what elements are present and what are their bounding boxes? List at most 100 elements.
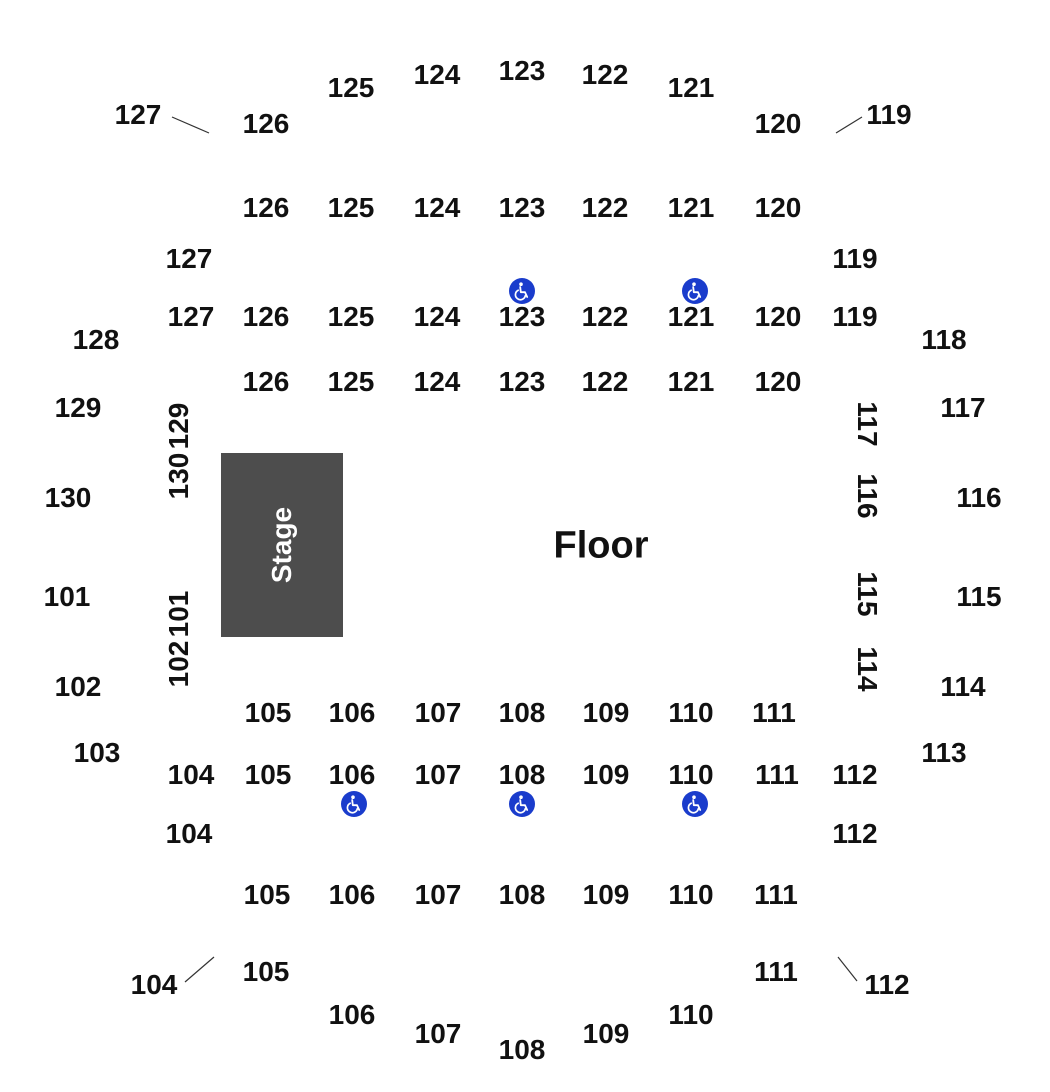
section-110[interactable]: 110 — [668, 879, 714, 910]
section-116[interactable]: 116 — [956, 482, 1002, 513]
section-129-floor[interactable]: 129 — [163, 402, 194, 450]
section-108[interactable]: 108 — [498, 879, 546, 910]
section-107-lower[interactable]: 107 — [414, 1018, 462, 1049]
section-119-upper[interactable]: 119 — [866, 99, 912, 130]
floor-label[interactable]: Floor — [553, 524, 649, 567]
section-123-lower[interactable]: 123 — [498, 301, 546, 332]
section-123-floor[interactable]: 123 — [498, 366, 546, 397]
section-124-lower[interactable]: 124 — [413, 301, 461, 332]
section-115[interactable]: 115 — [956, 581, 1002, 612]
section-104-lower[interactable]: 104 — [130, 969, 178, 1000]
section-130-floor[interactable]: 130 — [163, 452, 194, 500]
section-109[interactable]: 109 — [582, 879, 630, 910]
section-122-lower[interactable]: 122 — [581, 301, 629, 332]
stage: Stage — [221, 453, 343, 637]
section-102-floor[interactable]: 102 — [163, 640, 194, 688]
section-104-upper[interactable]: 104 — [167, 759, 215, 790]
section-112-lower[interactable]: 112 — [864, 969, 910, 1000]
section-120-floor[interactable]: 120 — [754, 366, 802, 397]
section-116-floor[interactable]: 116 — [852, 473, 883, 519]
wheelchair-accessible-icon — [682, 278, 708, 304]
leader-line-127 — [171, 116, 210, 134]
section-127-lower[interactable]: 127 — [167, 301, 215, 332]
section-120-upper[interactable]: 120 — [754, 108, 802, 139]
section-101[interactable]: 101 — [43, 581, 91, 612]
section-126-floor[interactable]: 126 — [242, 366, 290, 397]
section-101-floor[interactable]: 101 — [163, 590, 194, 638]
section-111-upper[interactable]: 111 — [755, 759, 799, 790]
section-123[interactable]: 123 — [498, 192, 546, 223]
section-117[interactable]: 117 — [940, 392, 986, 423]
section-114[interactable]: 114 — [940, 671, 986, 702]
section-125[interactable]: 125 — [327, 192, 375, 223]
section-104[interactable]: 104 — [165, 818, 213, 849]
section-121-floor[interactable]: 121 — [667, 366, 715, 397]
section-115-floor[interactable]: 115 — [852, 571, 883, 617]
section-107-floor[interactable]: 107 — [414, 697, 462, 728]
leader-line-112 — [837, 956, 858, 982]
section-103[interactable]: 103 — [73, 737, 121, 768]
section-129[interactable]: 129 — [54, 392, 102, 423]
section-123-upper[interactable]: 123 — [498, 55, 546, 86]
wheelchair-accessible-icon — [341, 791, 367, 817]
section-122-upper[interactable]: 122 — [581, 59, 629, 90]
section-105-upper[interactable]: 105 — [244, 759, 292, 790]
section-105[interactable]: 105 — [243, 879, 291, 910]
section-106-lower[interactable]: 106 — [328, 999, 376, 1030]
leader-line-119 — [835, 116, 863, 134]
section-108-floor[interactable]: 108 — [498, 697, 546, 728]
section-107-upper[interactable]: 107 — [414, 759, 462, 790]
section-127-upper[interactable]: 127 — [114, 99, 162, 130]
section-109-floor[interactable]: 109 — [582, 697, 630, 728]
section-122[interactable]: 122 — [581, 192, 629, 223]
section-124[interactable]: 124 — [413, 192, 461, 223]
section-106-upper[interactable]: 106 — [328, 759, 376, 790]
section-110-floor[interactable]: 110 — [668, 697, 714, 728]
section-126-lower[interactable]: 126 — [242, 301, 290, 332]
section-108-upper[interactable]: 108 — [498, 759, 546, 790]
wheelchair-accessible-icon — [509, 278, 535, 304]
section-125-upper[interactable]: 125 — [327, 72, 375, 103]
section-120-lower[interactable]: 120 — [754, 301, 802, 332]
section-111[interactable]: 111 — [754, 879, 798, 910]
section-121[interactable]: 121 — [667, 192, 715, 223]
section-125-lower[interactable]: 125 — [327, 301, 375, 332]
section-126-upper[interactable]: 126 — [242, 108, 290, 139]
section-128[interactable]: 128 — [72, 324, 120, 355]
section-102[interactable]: 102 — [54, 671, 102, 702]
section-120[interactable]: 120 — [754, 192, 802, 223]
section-111-lower[interactable]: 111 — [754, 956, 798, 987]
section-106-floor[interactable]: 106 — [328, 697, 376, 728]
section-117-floor[interactable]: 117 — [852, 401, 883, 447]
section-124-upper[interactable]: 124 — [413, 59, 461, 90]
section-121-upper[interactable]: 121 — [667, 72, 715, 103]
wheelchair-accessible-icon — [682, 791, 708, 817]
wheelchair-accessible-icon — [509, 791, 535, 817]
section-109-lower[interactable]: 109 — [582, 1018, 630, 1049]
section-112-upper[interactable]: 112 — [832, 759, 878, 790]
leader-line-104 — [184, 956, 215, 983]
section-110-lower[interactable]: 110 — [668, 999, 714, 1030]
section-124-floor[interactable]: 124 — [413, 366, 461, 397]
section-130[interactable]: 130 — [44, 482, 92, 513]
section-112[interactable]: 112 — [832, 818, 878, 849]
section-125-floor[interactable]: 125 — [327, 366, 375, 397]
section-108-lower[interactable]: 108 — [498, 1034, 546, 1065]
section-118[interactable]: 118 — [921, 324, 967, 355]
section-114-floor[interactable]: 114 — [852, 646, 883, 692]
section-105-floor[interactable]: 105 — [244, 697, 292, 728]
section-122-floor[interactable]: 122 — [581, 366, 629, 397]
section-109-upper[interactable]: 109 — [582, 759, 630, 790]
section-111-floor[interactable]: 111 — [752, 697, 796, 728]
section-127[interactable]: 127 — [165, 243, 213, 274]
section-119[interactable]: 119 — [832, 243, 878, 274]
section-113[interactable]: 113 — [921, 737, 967, 768]
section-119-lower[interactable]: 119 — [832, 301, 878, 332]
section-126[interactable]: 126 — [242, 192, 290, 223]
section-107[interactable]: 107 — [414, 879, 462, 910]
section-106[interactable]: 106 — [328, 879, 376, 910]
section-110-upper[interactable]: 110 — [668, 759, 714, 790]
section-121-lower[interactable]: 121 — [667, 301, 715, 332]
section-105-lower[interactable]: 105 — [242, 956, 290, 987]
